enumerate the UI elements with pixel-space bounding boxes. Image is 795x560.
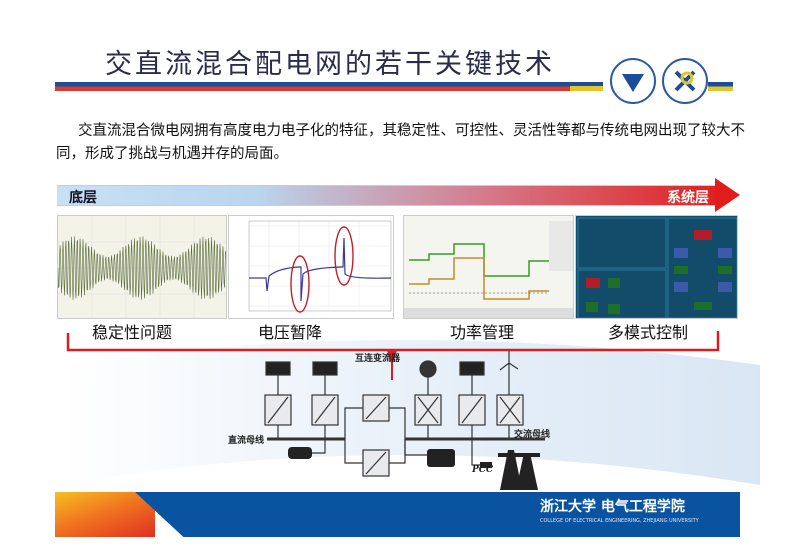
slide-title: 交直流混合配电网的若干关键技术 (105, 49, 555, 80)
footer-school-en: COLLEGE OF ELECTRICAL ENGINEERING, ZHEJI… (540, 518, 699, 524)
motor-icon (427, 449, 455, 467)
grid-tower-icon (498, 450, 540, 490)
arrow-left-label: 底层 (69, 190, 97, 206)
multi-mode-control-image (575, 215, 738, 319)
caption-multi-mode: 多模式控制 (608, 323, 689, 342)
zju-logo (610, 58, 656, 104)
interconnect-converter-label: 互连变流器 (355, 354, 401, 364)
power-management-scope-image (403, 215, 574, 319)
title-underline-accent (570, 86, 603, 91)
caption-stability: 稳定性问题 (92, 323, 173, 342)
footer-blue-band (135, 492, 740, 537)
dc-bus-label: 直流母线 (228, 436, 265, 446)
microgrid-diagram (60, 331, 760, 490)
arrow-right-label: 系统层 (667, 190, 709, 206)
title-underline-end (708, 82, 733, 91)
footer-orange-block (55, 492, 155, 537)
ac-bus-label: 交流母线 (514, 430, 551, 440)
caption-voltage-sag: 电压暂降 (258, 323, 323, 342)
footer-school-cn: 浙江大学 电气工程学院 (540, 499, 685, 515)
level-arrow: 底层 系统层 (57, 178, 740, 212)
pcc-label: PCC (472, 465, 494, 475)
stability-waveform-image (57, 215, 227, 319)
caption-power-management: 功率管理 (450, 323, 515, 342)
voltage-sag-chart-image (228, 215, 394, 319)
ev-icon (288, 447, 312, 459)
title-underline (55, 82, 603, 91)
college-logo (662, 58, 708, 104)
intro-paragraph: 交直流混合微电网拥有高度电力电子化的特征，其稳定性、可控性、灵活性等都与传统电网… (56, 123, 745, 162)
arrow-head-icon (715, 178, 740, 212)
